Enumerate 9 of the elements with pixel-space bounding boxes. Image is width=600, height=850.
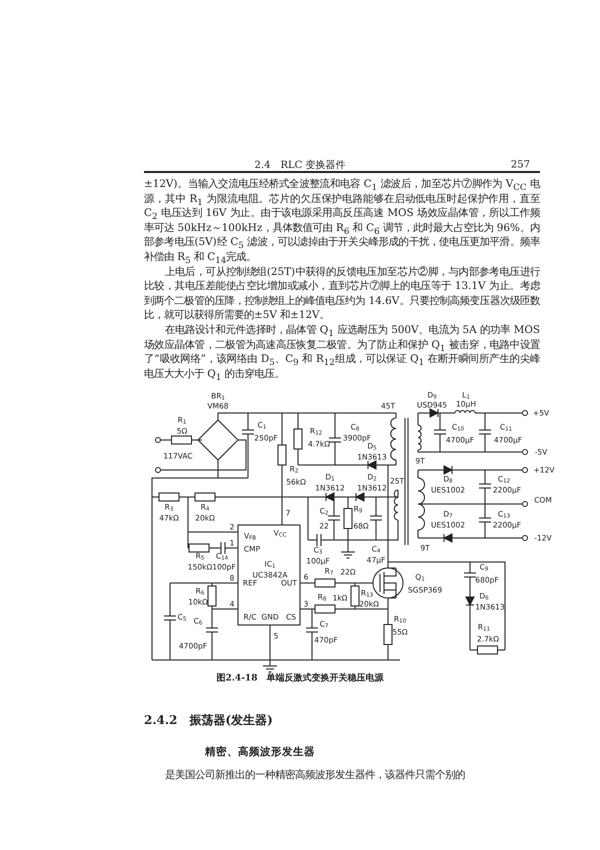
subsection-heading: 精密、高频波形发生器 — [205, 745, 315, 759]
section-heading: 2.4.2 振荡器(发生器) — [144, 712, 273, 729]
body-paragraph: ±12V)。当输入交流电压经桥式全波整流和电容 C$_{1}$ 滤波后，加至芯片⑦脚作为 V$_{CC}$ 电源，其中 R$_{1}$ 为限流电阻。芯片的欠压保护电路能够在启动低电压时起保护作用，直至 C$_{2}$ 电压达到 16V 为止。由于该电源采用高反压高速 MOS 场效应晶体管，所以工作频率可达 50kHz～100kHz，具体数值可由 R$_{6}$ 和 C$_{6}$ 调节，此时最大占空比为 96%。内部参考电压(5V)经 C$_{5}$ 滤波，可以滤掉由于开关尖峰形成的干扰，使电压更加平滑。频率补偿由 R$_{5}$ 和 C$_{14}$完成。 — [144, 177, 540, 265]
page-number: 257 — [510, 160, 530, 170]
body-paragraph: 是美国公司新推出的一种精密高频波形发生器件，该器件只需个别的 — [164, 768, 466, 783]
running-header: 2.4 RLC 变换器件 — [254, 158, 346, 172]
figure-caption: 图2.4-18 单端反激式变换开关稳压电源 — [216, 672, 384, 684]
body-paragraph: 上电后，可从控制绕组(25T)中获得的反馈电压加至芯片②脚，与内部参考电压进行比较，其电压差能使占空比增加或减小，直到芯片⑦脚上的电压等于 13.1V 为止。考虑到两个二极管的压降，控制绕组上的峰值电压约为 14.6V。只要控制高频变压器次级匝数比，就可以获得所需要的±5V 和±12V。 — [144, 264, 540, 323]
body-paragraph: 在电路设计和元件选择时，晶体管 Q$_{1}$ 应选耐压为 500V、电流为 5A 的功率 MOS 场效应晶体管，二极管为高速高压恢复二极管。为了防止和保护 Q$_{1}$ 被击穿，电路中设置了“吸收网络”，该网络由 D$_{5}$、C$_{9}$ 和 R$_{12}$组成，可以保证 Q$_{1}$ 在断开瞬间所产生的尖峰电压大大小于 Q$_{1}$ 的击穿电压。 — [144, 322, 540, 382]
